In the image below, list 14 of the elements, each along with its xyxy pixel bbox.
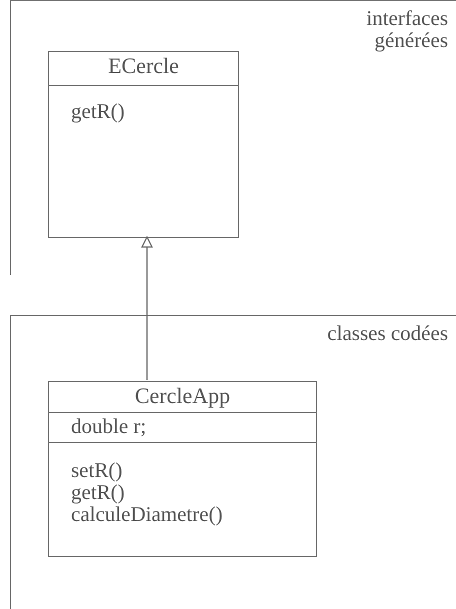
inheritance-arrow — [141, 236, 153, 380]
package-panel — [10, 315, 456, 609]
class-box — [48, 51, 239, 238]
attribute-text: double r; — [71, 415, 148, 437]
method-text: calculeDiametre() — [71, 503, 224, 525]
method-text: setR() — [71, 459, 124, 481]
method-text: getR() — [71, 100, 126, 122]
package-panel — [10, 0, 456, 275]
class-name: CercleApp — [134, 385, 232, 407]
method-text: getR() — [71, 481, 126, 503]
class-name: ECercle — [107, 55, 180, 77]
class-box — [48, 381, 317, 557]
package-label: interfaces générées — [365, 7, 448, 51]
package-label: classes codées — [326, 322, 448, 344]
